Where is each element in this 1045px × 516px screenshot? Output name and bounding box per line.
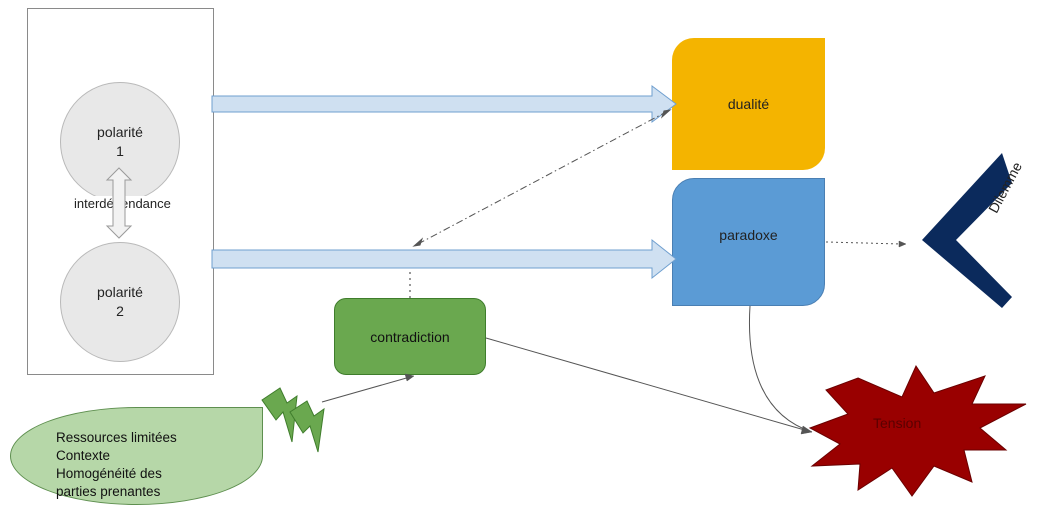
resources-contradiction-link — [321, 376, 411, 403]
contradiction-node: contradiction — [334, 298, 486, 375]
resources-line: Contexte — [56, 448, 111, 463]
dilemme-chevron-icon — [922, 153, 1012, 308]
link-arrowhead — [898, 240, 907, 248]
time-arrow-top — [211, 85, 677, 123]
dualite-contradiction-link — [417, 111, 667, 245]
resources-line: Ressources limitées — [56, 430, 177, 445]
dualite-node: dualité — [672, 38, 825, 170]
resources-line: parties prenantes — [56, 484, 161, 499]
lightning-bolt-icon — [289, 400, 325, 453]
paradoxe-node: paradoxe — [672, 178, 825, 306]
interdependence-double-arrow — [105, 167, 133, 239]
polarity-2-node: polarité 2 — [60, 242, 180, 362]
tension-explosion-icon — [808, 364, 1027, 497]
resources-text: Ressources limitées Contexte Homogénéité… — [56, 429, 177, 501]
time-arrow-bottom — [211, 238, 677, 280]
link-arrowhead — [660, 109, 672, 119]
resources-node — [10, 407, 263, 505]
resources-line: Homogénéité des — [56, 466, 162, 481]
tension-label: Tension — [873, 415, 922, 431]
contradiction-tension-link — [485, 337, 809, 432]
link-arrowhead — [412, 237, 424, 247]
link-arrowhead — [404, 373, 415, 382]
paradoxe-tension-link — [748, 305, 813, 433]
paradoxe-dilemme-link — [825, 241, 903, 245]
